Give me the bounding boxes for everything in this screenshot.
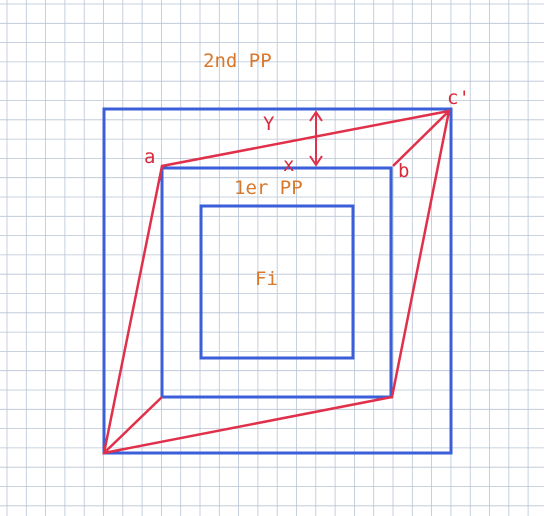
y-double-arrow <box>309 110 323 167</box>
label-point-c-prime: c' <box>447 87 470 109</box>
outer-square <box>102 107 453 455</box>
label-y: Y <box>263 113 275 135</box>
label-point-b: b <box>398 160 409 182</box>
line-corner-to-a-low <box>103 396 163 454</box>
label-x: x <box>283 154 294 176</box>
middle-square <box>160 166 393 399</box>
label-point-a: a <box>144 146 155 168</box>
inner-square <box>199 204 355 360</box>
label-fi: Fi <box>255 268 278 290</box>
line-c-prime-to-b <box>392 110 450 167</box>
label-second-pp: 2nd PP <box>203 50 272 72</box>
label-first-pp: 1er PP <box>234 177 303 199</box>
